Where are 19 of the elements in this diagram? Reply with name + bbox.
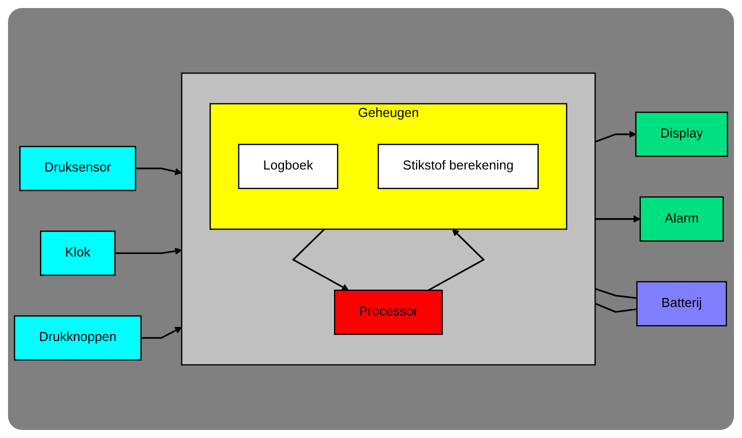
node-box: Batterij [636,281,727,326]
node-box: Druksensor [19,146,136,192]
arrow [114,248,182,255]
arrow [140,326,182,339]
node-box: Alarm [640,196,724,242]
connector [594,302,638,313]
arrow [594,130,636,143]
connector [594,288,638,300]
arrow [428,228,485,291]
node-box: Drukknoppen [14,315,142,361]
arrow [292,228,349,291]
cluster [181,72,596,366]
node-box: Logboek [238,144,338,190]
node-box: Stikstof berekening [378,144,539,190]
node-box: Klok [40,230,116,276]
arrow [595,215,641,223]
node-box: Display [635,112,728,157]
node-box: Processor [334,290,443,335]
arrow [136,168,182,176]
